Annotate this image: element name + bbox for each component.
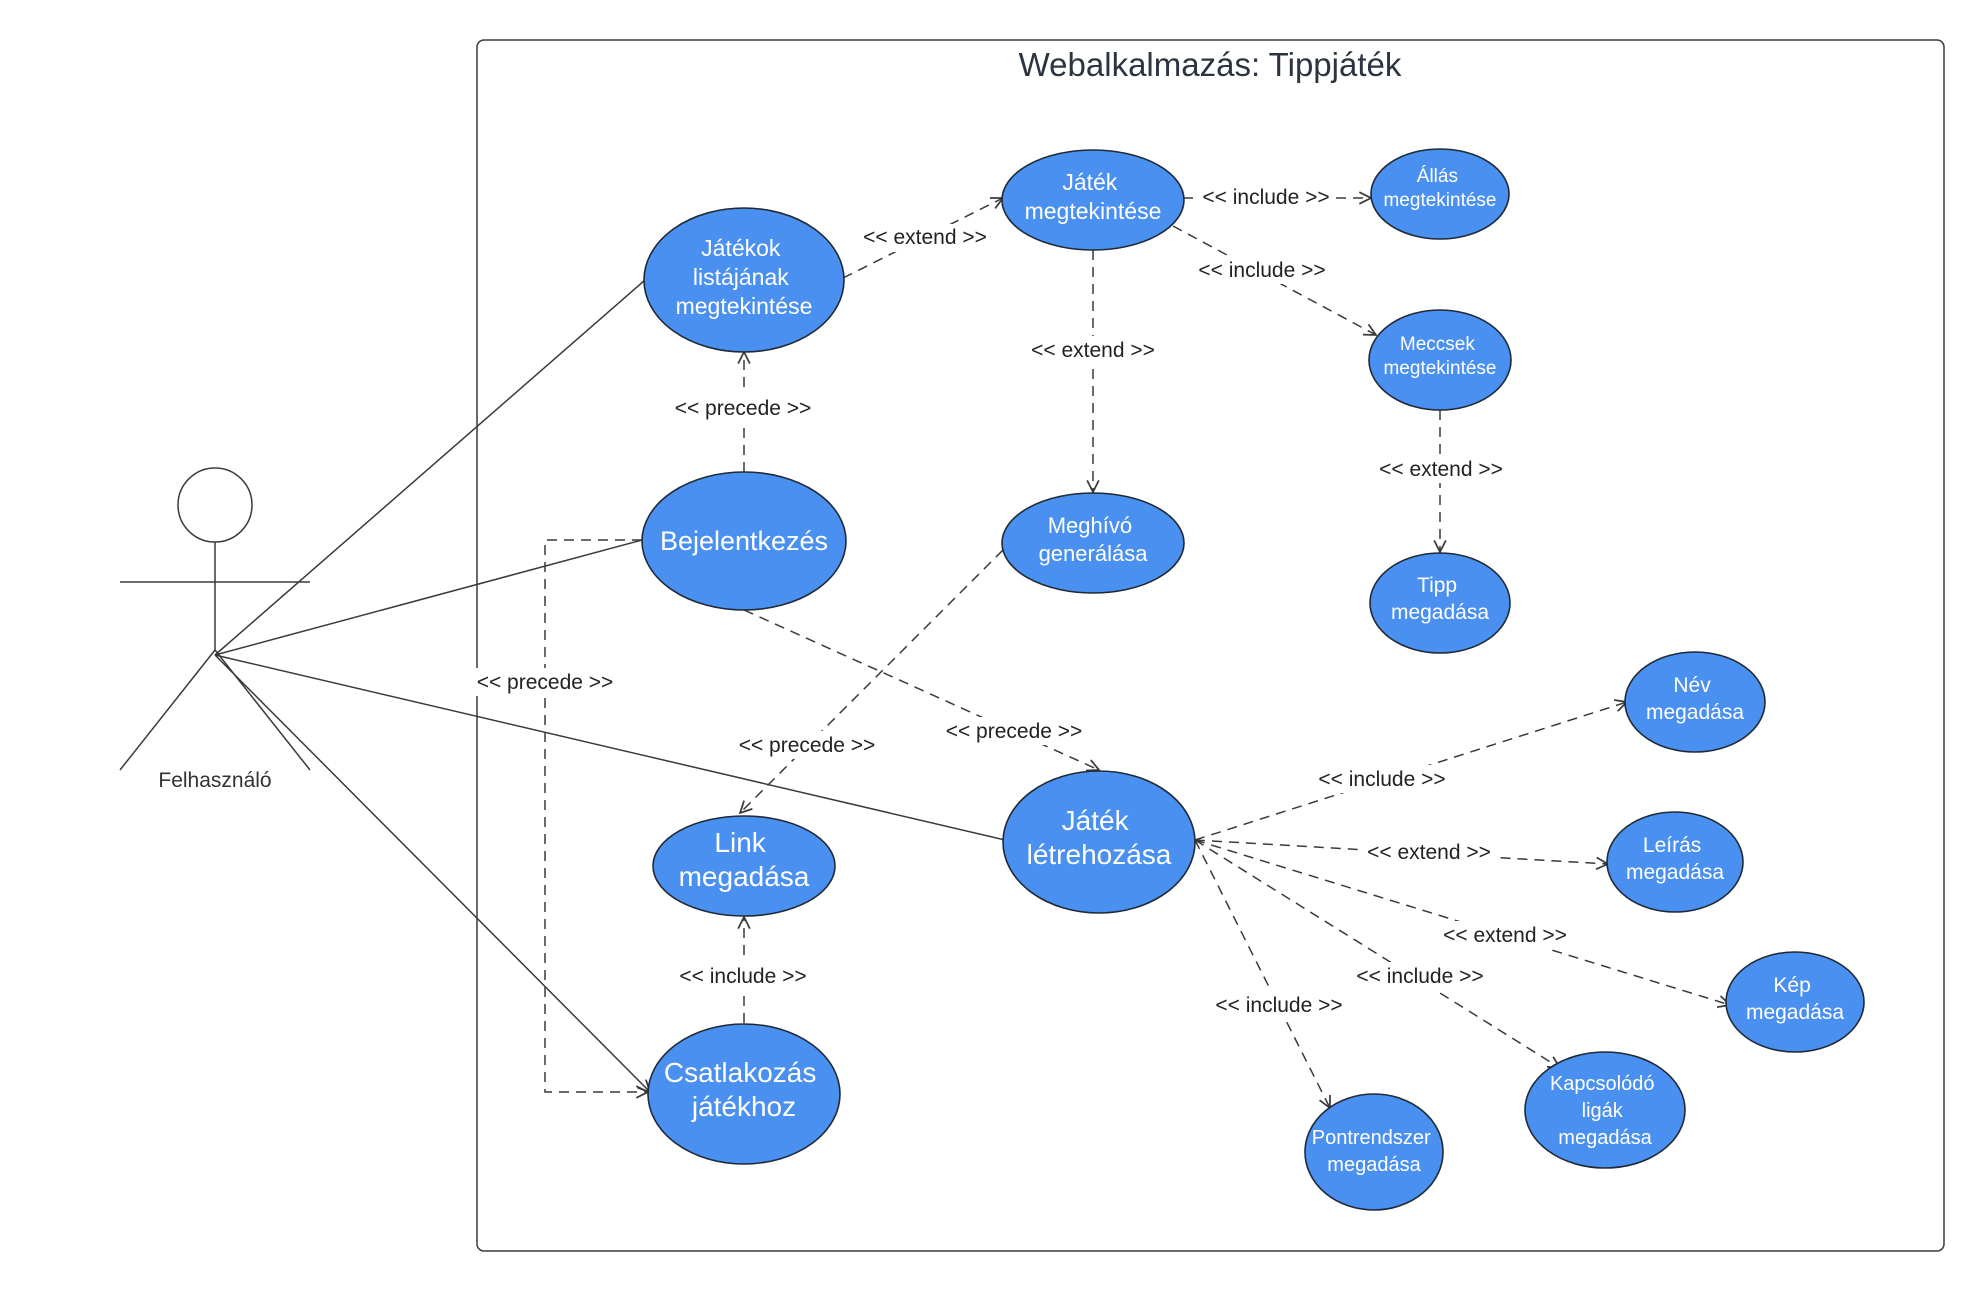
label-extend-jatek-meghivo: << extend >>: [1031, 339, 1155, 362]
label-include-letre-nev: << include >>: [1318, 768, 1445, 791]
svg-text:Meccsek megtekintése: Meccsek megtekintése: [1383, 334, 1496, 379]
svg-text:Név megadása: Név megadása: [1646, 674, 1744, 724]
label-precede-bej-lista: << precede >>: [675, 397, 812, 420]
uc-leiras-megadasa[interactable]: Leírás megadása: [1606, 811, 1744, 913]
svg-text:Játék létrehozása: Játék létrehozása: [1027, 805, 1172, 870]
uc-kep-line2: megadása: [1746, 1001, 1844, 1024]
uc-nev-line2: megadása: [1646, 701, 1744, 724]
uc-jatek-letrehozasa[interactable]: Játék létrehozása: [1002, 770, 1196, 914]
uc-link-line1: Link: [714, 827, 766, 858]
uc-tipp-megadasa[interactable]: Tipp megadása: [1369, 552, 1511, 654]
assoc-actor-letrehozas: [214, 654, 1006, 841]
system-boundary: [476, 39, 1945, 1252]
uc-letrehozas-line2: létrehozása: [1027, 839, 1172, 870]
uc-bejelentkezes-label: Bejelentkezés: [660, 526, 828, 556]
uc-allas-line2: megtekintése: [1383, 190, 1496, 211]
actor-head: [177, 467, 253, 543]
uc-leiras-line2: megadása: [1626, 861, 1724, 884]
svg-text:Játék megtekintése: Játék megtekintése: [1025, 169, 1162, 224]
label-extend-letre-leiras: << extend >>: [1367, 841, 1491, 864]
uc-pontrendszer-line1: Pontrendszer: [1312, 1127, 1431, 1149]
svg-text:Játékok listájának: Játékok listájának megtekintése: [676, 235, 813, 319]
uc-jatek-megtekintese-line2: megtekintése: [1025, 198, 1162, 224]
actor-right-leg: [214, 649, 311, 771]
relation-labels: << extend >> << include >> << include >>…: [470, 183, 1574, 1019]
svg-text:Meghívó generálása: Meghívó generálása: [1039, 513, 1149, 566]
label-extend-letre-kep: << extend >>: [1443, 924, 1567, 947]
rel-include-letre-pont: [1194, 839, 1330, 1108]
uc-meghivo-line1: Meghívó: [1048, 513, 1132, 538]
uc-letrehozas-line1: Játék: [1062, 805, 1130, 836]
uc-csatlakozas-jatekhoz[interactable]: Csatlakozás játékhoz: [647, 1023, 841, 1165]
uc-jatek-megtekintese-line1: Játék: [1062, 169, 1117, 195]
rel-include-letre-kapcs: [1194, 839, 1560, 1068]
rel-include-jatek-meccsek: [1172, 225, 1376, 335]
rel-precede-bej-csatl: [544, 539, 648, 1092]
label-include-csatl-link: << include >>: [679, 965, 806, 988]
svg-text:Leírás megadása: Leírás megadása: [1626, 834, 1724, 884]
label-include-jatek-allas: << include >>: [1202, 186, 1329, 209]
uc-kep-megadasa[interactable]: Kép megadása: [1725, 951, 1865, 1053]
uc-kep-line1: Kép: [1773, 974, 1810, 997]
uc-kapcsolodo-line3: megadása: [1558, 1127, 1652, 1149]
svg-text:Állás megtekintése: Állás megtekintése: [1383, 166, 1496, 211]
uc-pontrendszer-megadasa[interactable]: Pontrendszer megadása: [1304, 1093, 1444, 1211]
uc-tipp-line2: megadása: [1391, 601, 1489, 624]
uc-kapcsolodo-line2: ligák: [1582, 1100, 1624, 1122]
label-precede-bej-csatl: << precede >>: [477, 671, 614, 694]
uc-meccsek-megtekintese[interactable]: Meccsek megtekintése: [1368, 309, 1512, 411]
uc-kapcsolodo-ligak-megadasa[interactable]: Kapcsolódó ligák megadása: [1524, 1051, 1686, 1169]
uc-jatekok-listaja-line1: Játékok: [701, 235, 781, 261]
svg-text:Kapcsolódó ligák m: Kapcsolódó ligák megadása: [1550, 1073, 1660, 1149]
svg-text:Csatlakozás játékhoz: Csatlakozás játékhoz: [664, 1057, 824, 1122]
uc-leiras-line1: Leírás: [1643, 834, 1701, 857]
actor-left-leg: [119, 649, 216, 771]
label-precede-bej-letre: << precede >>: [946, 720, 1083, 743]
uc-meghivo-generalasa[interactable]: Meghívó generálása: [1001, 492, 1185, 594]
svg-text:Tipp megadása: Tipp megadása: [1391, 574, 1489, 624]
rel-precede-meghivo-link: [740, 549, 1004, 813]
label-include-jatek-meccsek: << include >>: [1198, 259, 1325, 282]
uc-csatlakozas-line1: Csatlakozás: [664, 1057, 817, 1088]
uc-allas-megtekintese[interactable]: Állás megtekintése: [1370, 148, 1510, 240]
assoc-actor-csatlakozas: [214, 654, 650, 1092]
uc-kapcsolodo-line1: Kapcsolódó: [1550, 1073, 1655, 1095]
uc-meccsek-line1: Meccsek: [1400, 334, 1475, 355]
uc-jatekok-listaja-line3: megtekintése: [676, 293, 813, 319]
uc-link-megadasa[interactable]: Link megadása: [652, 815, 836, 917]
svg-text:Pontrendszer megadása: Pontrendszer megadása: [1312, 1127, 1437, 1176]
uc-tipp-line1: Tipp: [1417, 574, 1457, 597]
label-extend-lista-jatek: << extend >>: [863, 226, 987, 249]
system-title: Webalkalmazás: Tippjáték: [1019, 46, 1402, 83]
uc-meghivo-line2: generálása: [1039, 541, 1149, 566]
actor-name: Felhasználó: [158, 769, 271, 792]
label-extend-meccsek-tipp: << extend >>: [1379, 458, 1503, 481]
uc-meccsek-line2: megtekintése: [1383, 358, 1496, 379]
uc-link-line2: megadása: [679, 861, 810, 892]
svg-text:Kép megadása: Kép megadása: [1746, 974, 1844, 1024]
label-precede-meghivo-link: << precede >>: [739, 734, 876, 757]
assoc-actor-bejelentkezes: [214, 539, 643, 656]
svg-text:Link megadása: Link megadása: [679, 827, 810, 892]
label-include-letre-pont: << include >>: [1215, 994, 1342, 1017]
uc-jatek-megtekintese[interactable]: Játék megtekintése: [1001, 149, 1185, 251]
uc-jatekok-listaja[interactable]: Játékok listájának megtekintése: [643, 207, 845, 353]
uc-csatlakozas-line2: játékhoz: [691, 1091, 796, 1122]
uc-bejelentkezes[interactable]: Bejelentkezés: [641, 471, 847, 611]
uc-pontrendszer-line2: megadása: [1327, 1154, 1421, 1176]
uc-allas-line1: Állás: [1417, 166, 1458, 187]
uc-nev-line1: Név: [1673, 674, 1711, 697]
uc-jatekok-listaja-line2: listájának: [693, 264, 789, 290]
assoc-actor-lista: [214, 279, 646, 656]
uc-nev-megadasa[interactable]: Név megadása: [1624, 651, 1766, 753]
label-include-letre-kapcs: << include >>: [1356, 965, 1483, 988]
actor-felhasznalo: Felhasználó: [119, 467, 311, 792]
